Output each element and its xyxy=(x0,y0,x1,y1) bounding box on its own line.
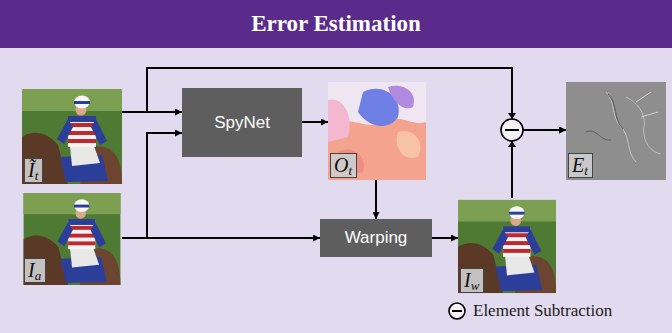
error-edge xyxy=(606,92,636,162)
legend-swatch xyxy=(447,301,467,321)
legend-row: Element Subtraction xyxy=(447,301,612,321)
flow-arrow xyxy=(122,237,320,239)
error-edge xyxy=(608,94,623,129)
reference-frame-image xyxy=(24,193,121,285)
error-ground xyxy=(566,82,666,180)
flow-arrow xyxy=(432,237,458,239)
image-label: Ot xyxy=(330,153,357,178)
flow-ground xyxy=(328,82,426,180)
box-label: Warping xyxy=(345,228,408,248)
box-label: SpyNet xyxy=(214,113,270,133)
flow-region xyxy=(338,150,364,174)
image-panel: Iw xyxy=(458,198,556,295)
image-label: Et xyxy=(568,153,593,178)
flow-arrow xyxy=(375,180,377,219)
diagram-title: Error Estimation xyxy=(251,11,421,37)
process-box: SpyNet xyxy=(182,88,302,157)
process-box: Warping xyxy=(320,219,432,257)
subtraction-circle xyxy=(501,119,523,141)
arrowhead xyxy=(508,113,516,119)
legend: Element Subtraction xyxy=(447,301,612,321)
jockey-picture xyxy=(22,89,122,184)
error-map-image xyxy=(566,82,666,180)
image-label: Iw xyxy=(460,268,484,293)
flow-arrow xyxy=(122,68,566,130)
image-panel: Ĩt xyxy=(22,88,122,185)
image-panel: Ot xyxy=(328,82,426,180)
warped-frame-image xyxy=(458,200,556,293)
image-label: Ĩt xyxy=(24,158,43,183)
subtraction-symbol xyxy=(501,113,523,147)
arrowhead xyxy=(508,141,516,147)
input-frame-image xyxy=(22,89,122,184)
error-edge xyxy=(586,131,611,140)
flow-region xyxy=(397,131,421,158)
image-panel: Ia xyxy=(22,193,122,285)
jockey-picture xyxy=(24,193,121,285)
image-label: Ia xyxy=(24,258,46,283)
minus-sign xyxy=(505,129,519,131)
error-edge xyxy=(626,97,661,154)
optical-flow-image xyxy=(328,82,426,180)
flow-region xyxy=(328,99,350,142)
error-edge xyxy=(636,92,658,117)
flow-region xyxy=(388,86,414,109)
flow-arrow xyxy=(302,121,328,123)
jockey-picture xyxy=(458,200,556,293)
flow-arrow xyxy=(512,130,566,198)
title-band: Error Estimation xyxy=(0,0,672,48)
flow-arrow xyxy=(122,133,182,238)
legend-text: Element Subtraction xyxy=(473,301,612,321)
image-panel: Et xyxy=(566,82,666,180)
